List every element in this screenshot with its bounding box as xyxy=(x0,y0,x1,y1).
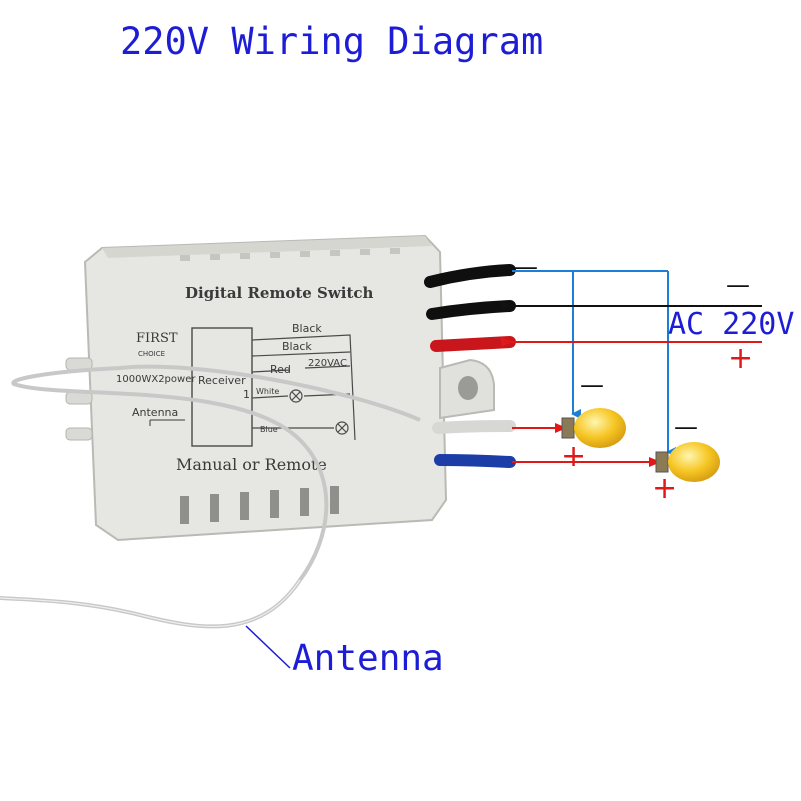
brand-bottom: CHOICE xyxy=(138,350,165,358)
plus-mark-lamp-2: + xyxy=(652,471,678,506)
plus-mark-ac: + xyxy=(728,341,754,376)
lamp-1-icon xyxy=(561,408,626,448)
minus-mark-lamp-1: — xyxy=(580,371,604,399)
receiver-label: Receiver xyxy=(198,374,246,387)
mode-label: Manual or Remote xyxy=(176,455,327,474)
lamp-2-icon xyxy=(655,442,720,482)
schematic-black-1: Black xyxy=(292,322,322,335)
power-rating: 1000WX2power xyxy=(116,374,196,385)
schematic-red: Red xyxy=(270,363,291,376)
switch-module: Digital Remote Switch FIRST CHOICE 1000W… xyxy=(65,234,495,542)
device-antenna-label: Antenna xyxy=(132,406,178,419)
minus-mark-cable: — xyxy=(514,253,538,281)
device-name: Digital Remote Switch xyxy=(185,284,374,302)
schematic-black-2: Black xyxy=(282,340,312,353)
minus-mark-lamp-2: — xyxy=(674,413,698,441)
diagram-title: 220V Wiring Diagram xyxy=(120,20,544,63)
schematic-white: White xyxy=(256,387,279,396)
brand-top: FIRST xyxy=(136,331,178,346)
minus-mark-ac: — xyxy=(726,271,750,299)
receiver-number: 1 xyxy=(243,388,250,401)
schematic-blue: Blue xyxy=(260,425,278,434)
schematic-220vac: 220VAC xyxy=(308,358,347,369)
ac-220v-caption: AC 220V xyxy=(668,307,795,342)
plus-mark-lamp-1: + xyxy=(561,439,587,474)
antenna-caption: Antenna xyxy=(292,638,444,679)
wiring-lines xyxy=(501,270,762,467)
